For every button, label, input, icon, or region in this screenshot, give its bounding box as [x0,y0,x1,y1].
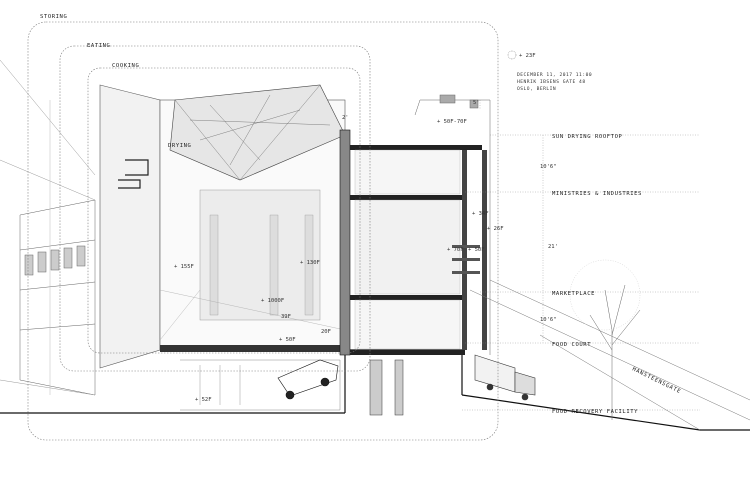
street [469,279,750,431]
left-context-buildings [0,59,96,396]
temp-130f: + 130F [300,260,320,266]
sun-icon [507,50,517,60]
dimension-21ft: 21' [548,244,558,250]
zone-outlines [27,21,499,441]
zone-label-storing: STORING [40,14,67,20]
delivery-truck-icon [474,354,536,401]
level-food-recovery-facility: FOOD RECOVERY FACILITY [552,409,638,415]
dimension-10ft6-upper: 10'6" [540,164,557,170]
temp-34f: + 34F [472,211,489,217]
truck-icon [277,359,339,400]
eating-zone-outline [59,45,371,372]
zone-label-eating: EATING [87,43,110,49]
level-marketplace: MARKETPLACE [552,291,595,297]
structural-wall [339,129,487,356]
storing-zone-outline [27,21,499,441]
tree-icon [569,259,641,420]
temp-1000f: + 1000F [261,298,284,304]
level-food-court: FOOD COURT [552,342,591,348]
zone-label-cooking: COOKING [112,63,139,69]
temp-155f: + 155F [174,264,194,270]
cooking-zone-outline [87,67,361,354]
zone-label-drying: DRYING [168,143,191,149]
street-label-hansteensgate: HANSTEENSGATE [631,366,682,395]
temp-20f: 20F [321,329,331,335]
leader-lines [462,100,700,411]
temp-drying: + 50F-70F [437,119,467,125]
info-address: HENRIK IBSENS GATE 48 [517,79,586,85]
info-date: DECEMBER 11, 2017 11:00 [517,72,592,78]
outdoor-temperature: + 23F [519,53,536,59]
temp-50f: + 50F [468,247,485,253]
temp-50f-floor: + 50F [279,337,296,343]
info-city: OSLO, BERLIN [517,86,556,92]
temp-26f: + 26F [487,226,504,232]
temp-52f: + 52F [195,397,212,403]
dimension-10ft6-lower: 10'6" [540,317,557,323]
temp-70f: + 70F [447,247,464,253]
right-context-building [414,94,491,355]
main-hall [99,84,346,369]
temp-39f: 39F [281,314,291,320]
dimension-5ft: 5' [473,100,480,106]
level-ministries-industries: MINISTRIES & INDUSTRIES [552,191,642,197]
dimension-2ft: 2' [342,115,349,121]
level-sun-drying-rooftop: SUN DRYING ROOFTOP [552,134,622,140]
basement [180,359,404,416]
